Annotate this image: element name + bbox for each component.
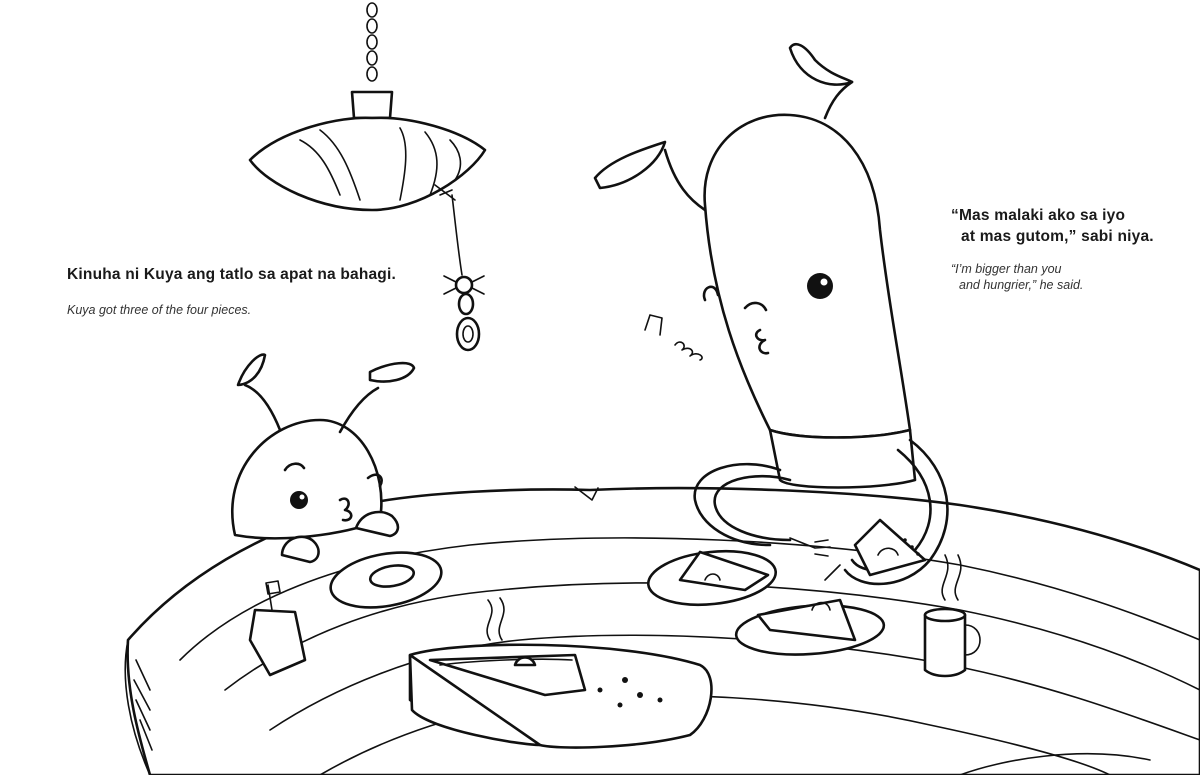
tea-bag [248,580,307,677]
left-caption-english: Kuya got three of the four pieces. [67,303,252,317]
right-caption-tagalog: “Mas malaki ako sa iyo at mas gutom,” sa… [951,205,1154,247]
small-character [231,353,416,564]
lamp-chain [366,2,378,82]
right-caption-english-line2: and hungrier,” he said. [959,278,1084,292]
plate-slice-1 [646,549,778,607]
plate-slice-2 [734,598,886,656]
spider [443,194,485,352]
right-caption-tagalog-line1: “Mas malaki ako sa iyo [951,207,1126,224]
ceiling-lamp [248,90,487,212]
big-character [593,43,949,586]
pie-dish [408,597,713,749]
empty-plate [329,551,443,609]
right-caption-english-line1: “I’m bigger than you [951,262,1062,276]
left-caption-tagalog: Kinuha ni Kuya ang tatlo sa apat na baha… [67,266,396,283]
right-caption-english: “I’m bigger than you and hungrier,” he s… [951,261,1083,293]
right-caption-tagalog-line2: at mas gutom,” sabi niya. [961,228,1154,245]
mug [923,554,981,678]
